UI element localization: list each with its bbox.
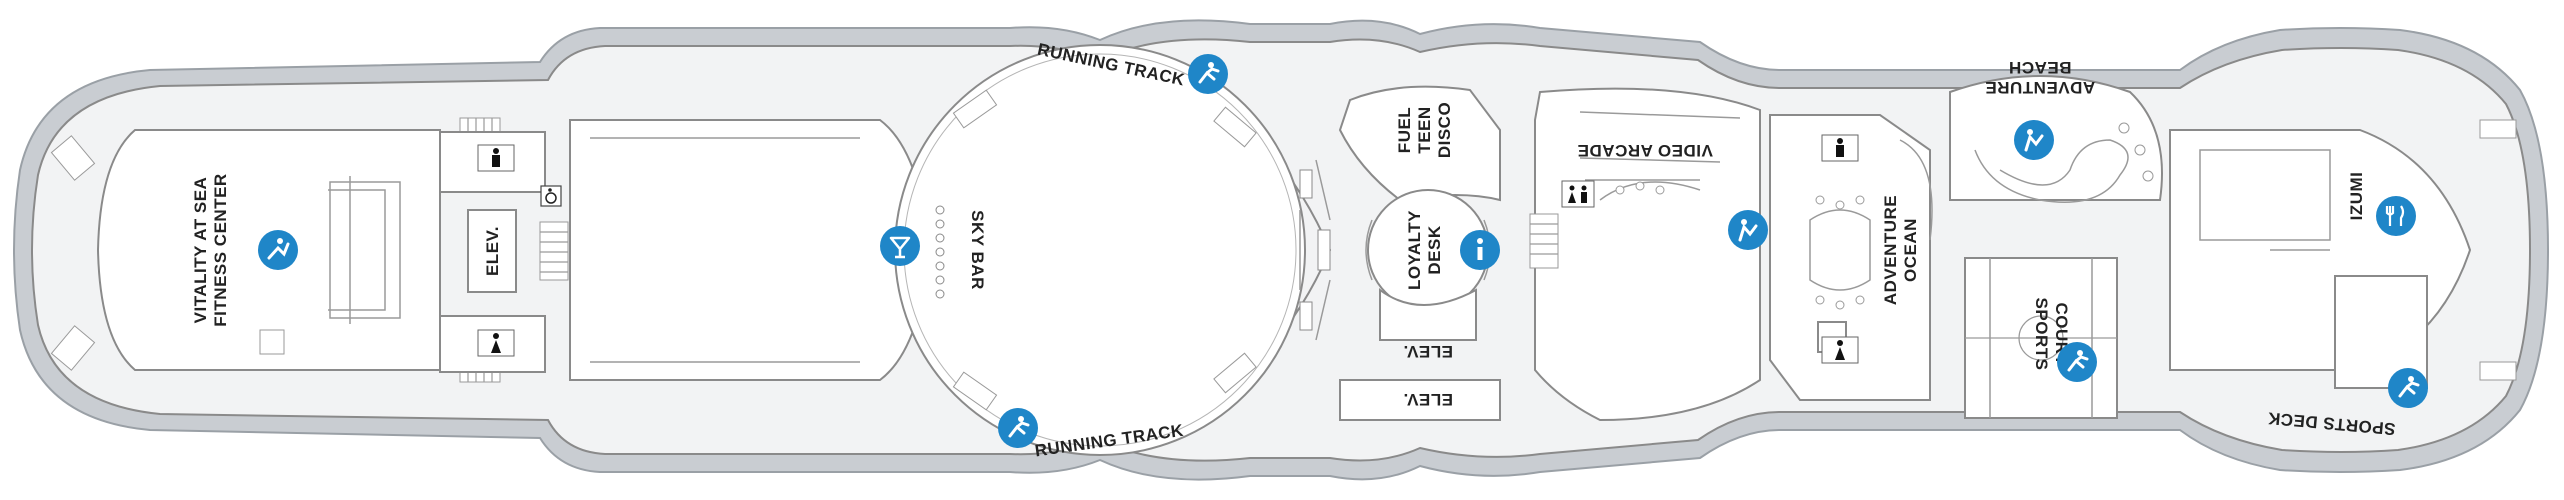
vitality-label: VITALITY AT SEA [191,177,210,324]
restroom-female-icon[interactable] [1821,336,1859,364]
adventure-ocean-label-2: OCEAN [1901,218,1920,282]
restroom-male-icon[interactable] [477,144,515,172]
wheelchair-icon[interactable] [540,185,562,207]
track-stairs [952,89,1257,411]
sports-court-label-1: SPORTS [2032,298,2051,371]
info-icon[interactable] [1460,230,1500,270]
adventure-beach-label-1: ADVENTURE [1985,78,2095,97]
bench-fwd [259,329,285,355]
kids-icon[interactable] [2014,120,2054,160]
izumi-label: IZUMI [2347,172,2366,221]
running-track-area [894,44,1332,456]
loyalty-desk-label-2: DESK [1425,225,1444,274]
sky-bar-seating [935,205,945,299]
fuel-label-1: FUEL [1395,107,1414,153]
fuel-label-3: DISCO [1435,102,1454,158]
dining-icon[interactable] [2376,196,2416,236]
restroom-female-icon[interactable] [477,329,515,357]
running-icon[interactable] [2057,342,2097,382]
stairs-fwd-center [539,221,569,281]
running-icon[interactable] [2388,368,2428,408]
restroom-female-icon[interactable] [1561,180,1595,208]
running-icon[interactable] [998,408,1038,448]
elev-mid-label-1: ELEV. [1403,342,1453,361]
adventure-ocean-label-1: ADVENTURE [1881,195,1900,305]
fuel-label-2: TEEN [1415,106,1434,153]
running-icon[interactable] [1188,54,1228,94]
stairs-fwd-port [459,117,501,133]
loyalty-desk-label-1: LOYALTY [1405,210,1424,290]
restroom-male-icon[interactable] [1821,134,1859,162]
aft-stairs [2479,119,2517,381]
sky-bar-label: SKY BAR [968,210,987,290]
adventure-ocean-area [1529,87,1933,422]
elev-fwd-label: ELEV. [483,226,502,276]
stairs-deck-fwd-1 [50,135,96,371]
arcade-stairs [1529,213,1559,269]
adventure-beach-label-2: BEACH [2009,58,2072,77]
video-arcade-label: VIDEO ARCADE [1577,141,1713,160]
bar-icon[interactable] [880,226,920,266]
elev-mid-label-2: ELEV. [1403,390,1453,409]
fitness-icon[interactable] [258,230,298,270]
midship-area [1299,85,1501,421]
kids-icon[interactable] [1728,210,1768,250]
vitality-label-2: FITNESS CENTER [211,173,230,326]
aft-area [1949,75,2517,419]
